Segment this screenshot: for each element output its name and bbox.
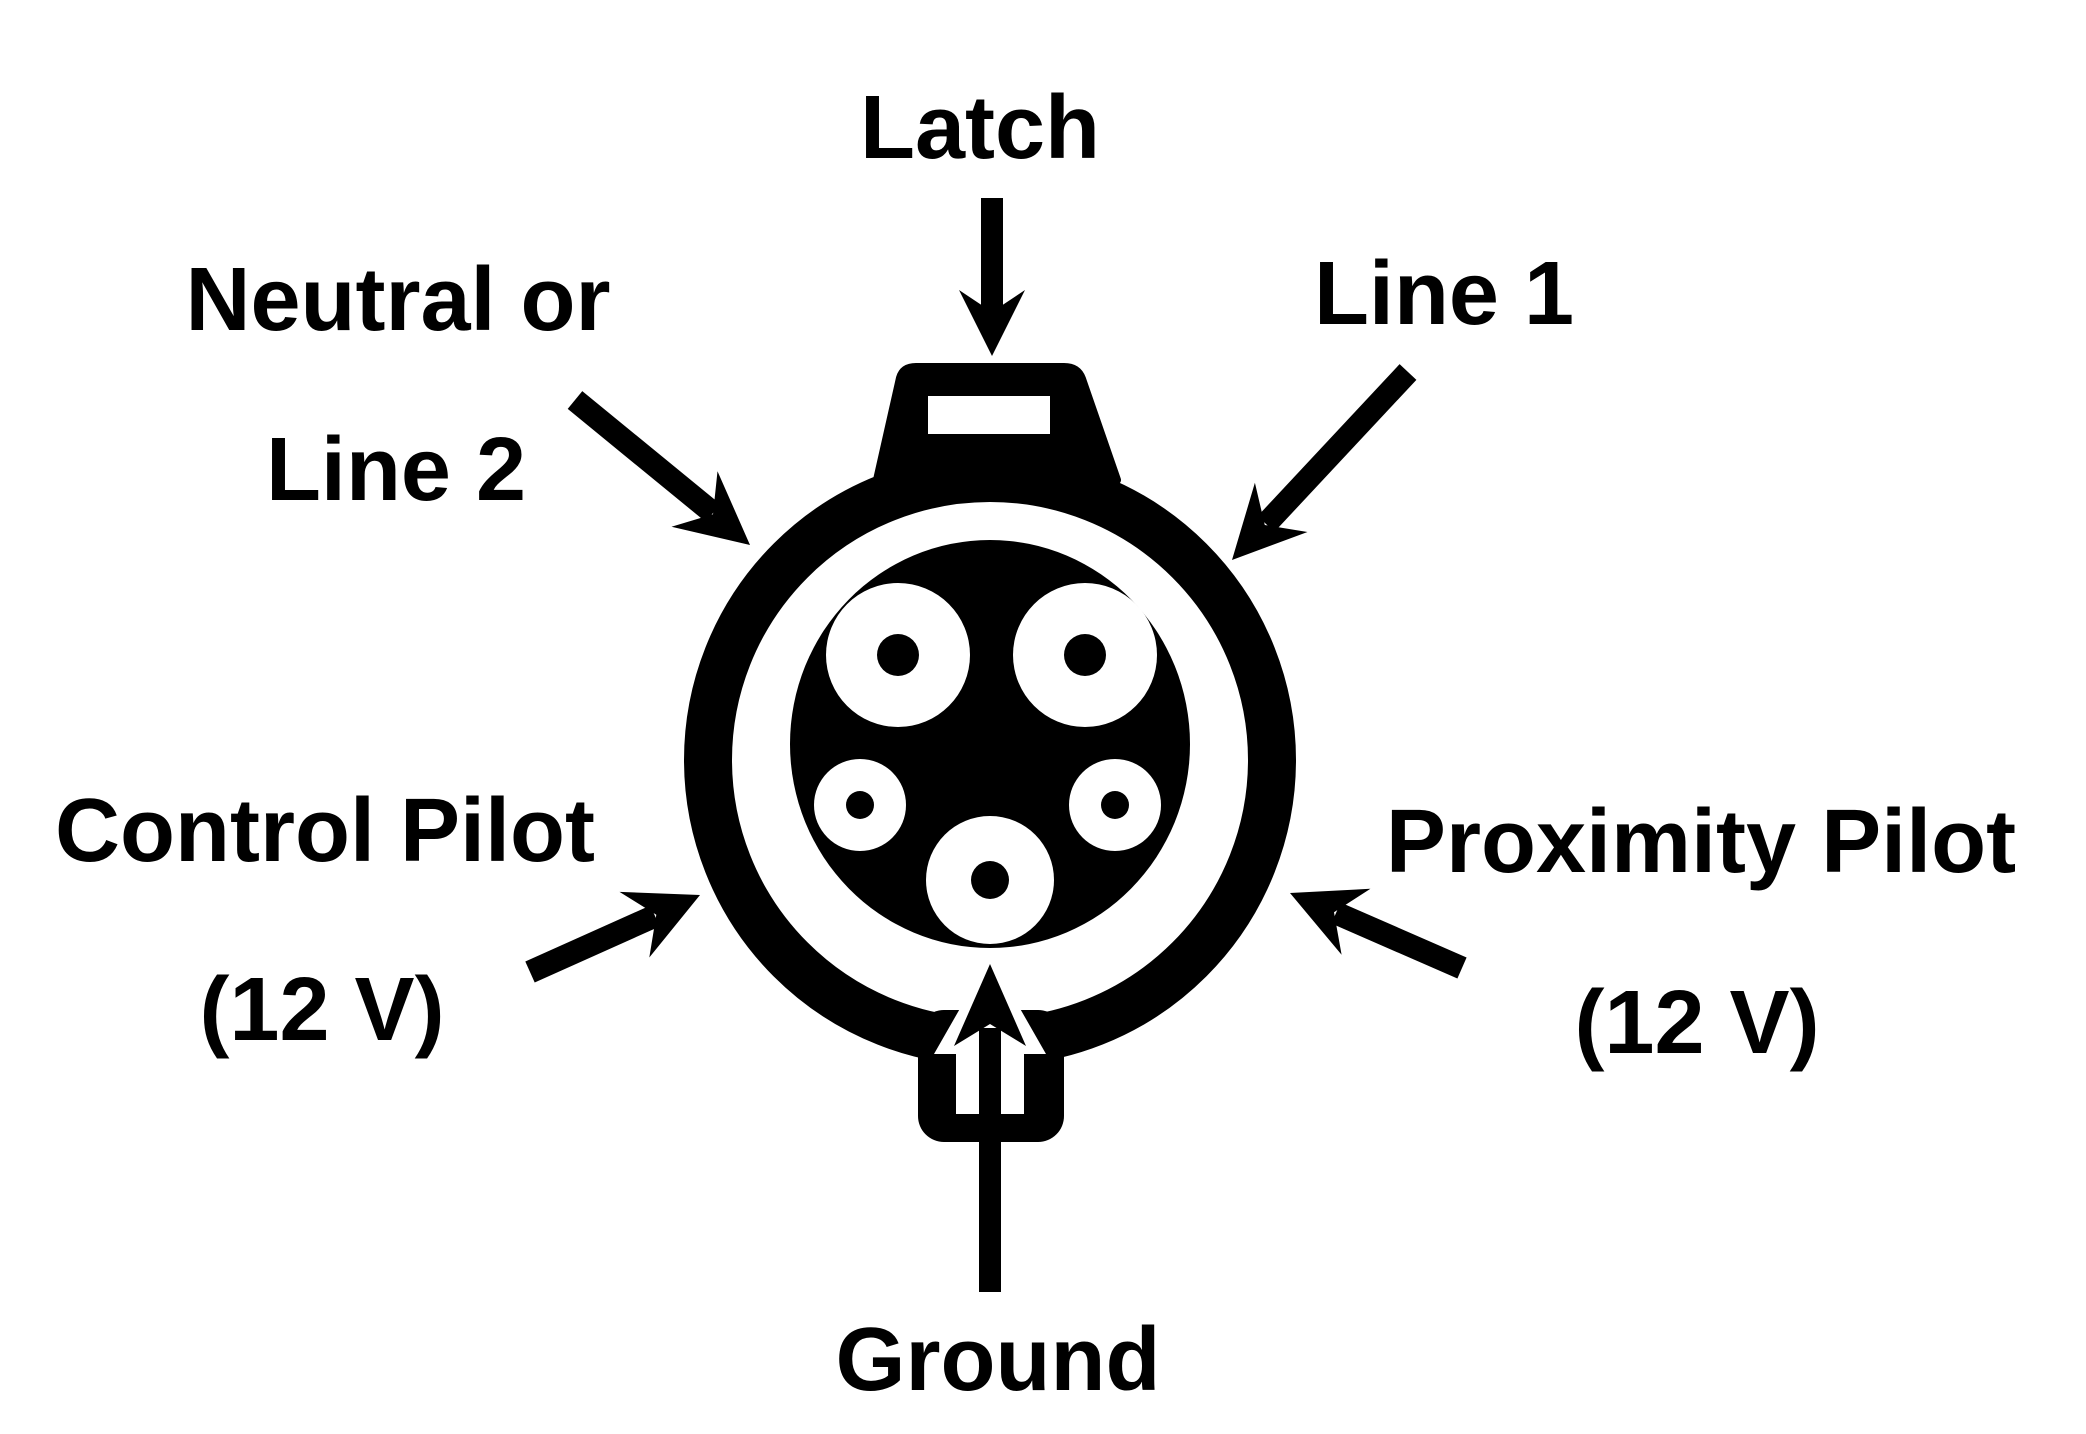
latch-label: Latch	[859, 78, 1101, 178]
latch-window	[928, 396, 1050, 434]
control-pilot-label-line1: Control Pilot	[55, 781, 595, 881]
ground-pin-contact	[971, 861, 1009, 899]
neutral-line2-arrow	[567, 391, 750, 545]
line1-pin	[1013, 583, 1157, 727]
neutral-or-line2-pin-contact	[877, 634, 919, 676]
control-pilot-label-line2: (12 V)	[199, 960, 445, 1060]
line1-pin-contact	[1064, 634, 1106, 676]
proximity-pilot-pin	[1069, 759, 1161, 851]
neutral-line2-label-line1: Neutral or	[185, 250, 611, 350]
control-pilot-pin	[814, 759, 906, 851]
proximity-pilot-pin-contact	[1101, 791, 1129, 819]
proximity-pilot-arrow	[1290, 888, 1467, 979]
latch-arrow	[959, 198, 1025, 356]
control-pilot-arrow	[525, 891, 700, 983]
neutral-line2-label-line2: Line 2	[265, 420, 527, 520]
latch-tab	[873, 363, 1121, 485]
ground-label: Ground	[835, 1310, 1161, 1410]
proximity-pilot-label-line1: Proximity Pilot	[1385, 792, 2017, 892]
neutral-or-line2-pin	[826, 583, 970, 727]
control-pilot-pin-contact	[846, 791, 874, 819]
proximity-pilot-label-line2: (12 V)	[1574, 973, 1820, 1073]
line1-label: Line 1	[1313, 244, 1575, 344]
ground-pin	[926, 816, 1054, 944]
line1-arrow	[1232, 364, 1417, 560]
ground-arrow	[954, 964, 1026, 1292]
